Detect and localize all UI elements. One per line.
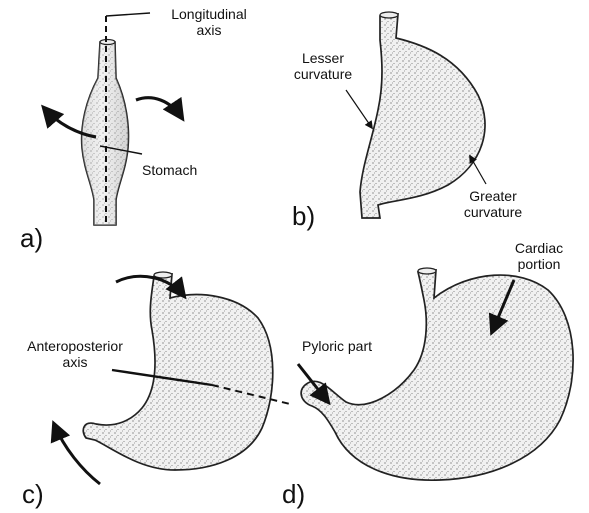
lesser-curvature-label-line2: curvature — [283, 66, 363, 82]
lesser-curvature-arrow — [346, 90, 372, 128]
longitudinal-axis-label-line1: Longitudinal — [150, 6, 268, 22]
longitudinal-axis-label-line2: axis — [150, 22, 268, 38]
greater-curvature-label-line2: curvature — [452, 204, 534, 220]
panel-d-stomach — [301, 268, 573, 480]
anteroposterior-axis-label-line1: Anteroposterior — [10, 338, 140, 354]
rotation-arrow-top — [116, 276, 184, 296]
greater-curvature-label-line1: Greater — [452, 188, 534, 204]
lesser-curvature-label-line1: Lesser — [283, 50, 363, 66]
greater-curvature-label: Greater curvature — [452, 188, 534, 220]
cardiac-portion-label: Cardiac portion — [508, 240, 570, 272]
panel-label-d: d) — [282, 480, 305, 508]
panel-label-b: b) — [292, 202, 315, 230]
longitudinal-axis-pointer — [106, 13, 150, 16]
longitudinal-axis-label: Longitudinal axis — [150, 6, 268, 38]
panel-label-a: a) — [20, 224, 43, 252]
stomach-label: Stomach — [142, 162, 197, 178]
rotation-arrow-right — [136, 98, 182, 118]
anteroposterior-axis-label-line2: axis — [10, 354, 140, 370]
cardiac-portion-label-line2: portion — [508, 256, 570, 272]
lesser-curvature-label: Lesser curvature — [283, 50, 363, 82]
pyloric-part-label: Pyloric part — [302, 338, 372, 354]
panel-label-c: c) — [22, 480, 44, 508]
panel-c-stomach — [83, 272, 273, 470]
cardiac-portion-label-line1: Cardiac — [508, 240, 570, 256]
greater-curvature-arrow — [470, 156, 486, 184]
anteroposterior-axis-label: Anteroposterior axis — [10, 338, 140, 370]
